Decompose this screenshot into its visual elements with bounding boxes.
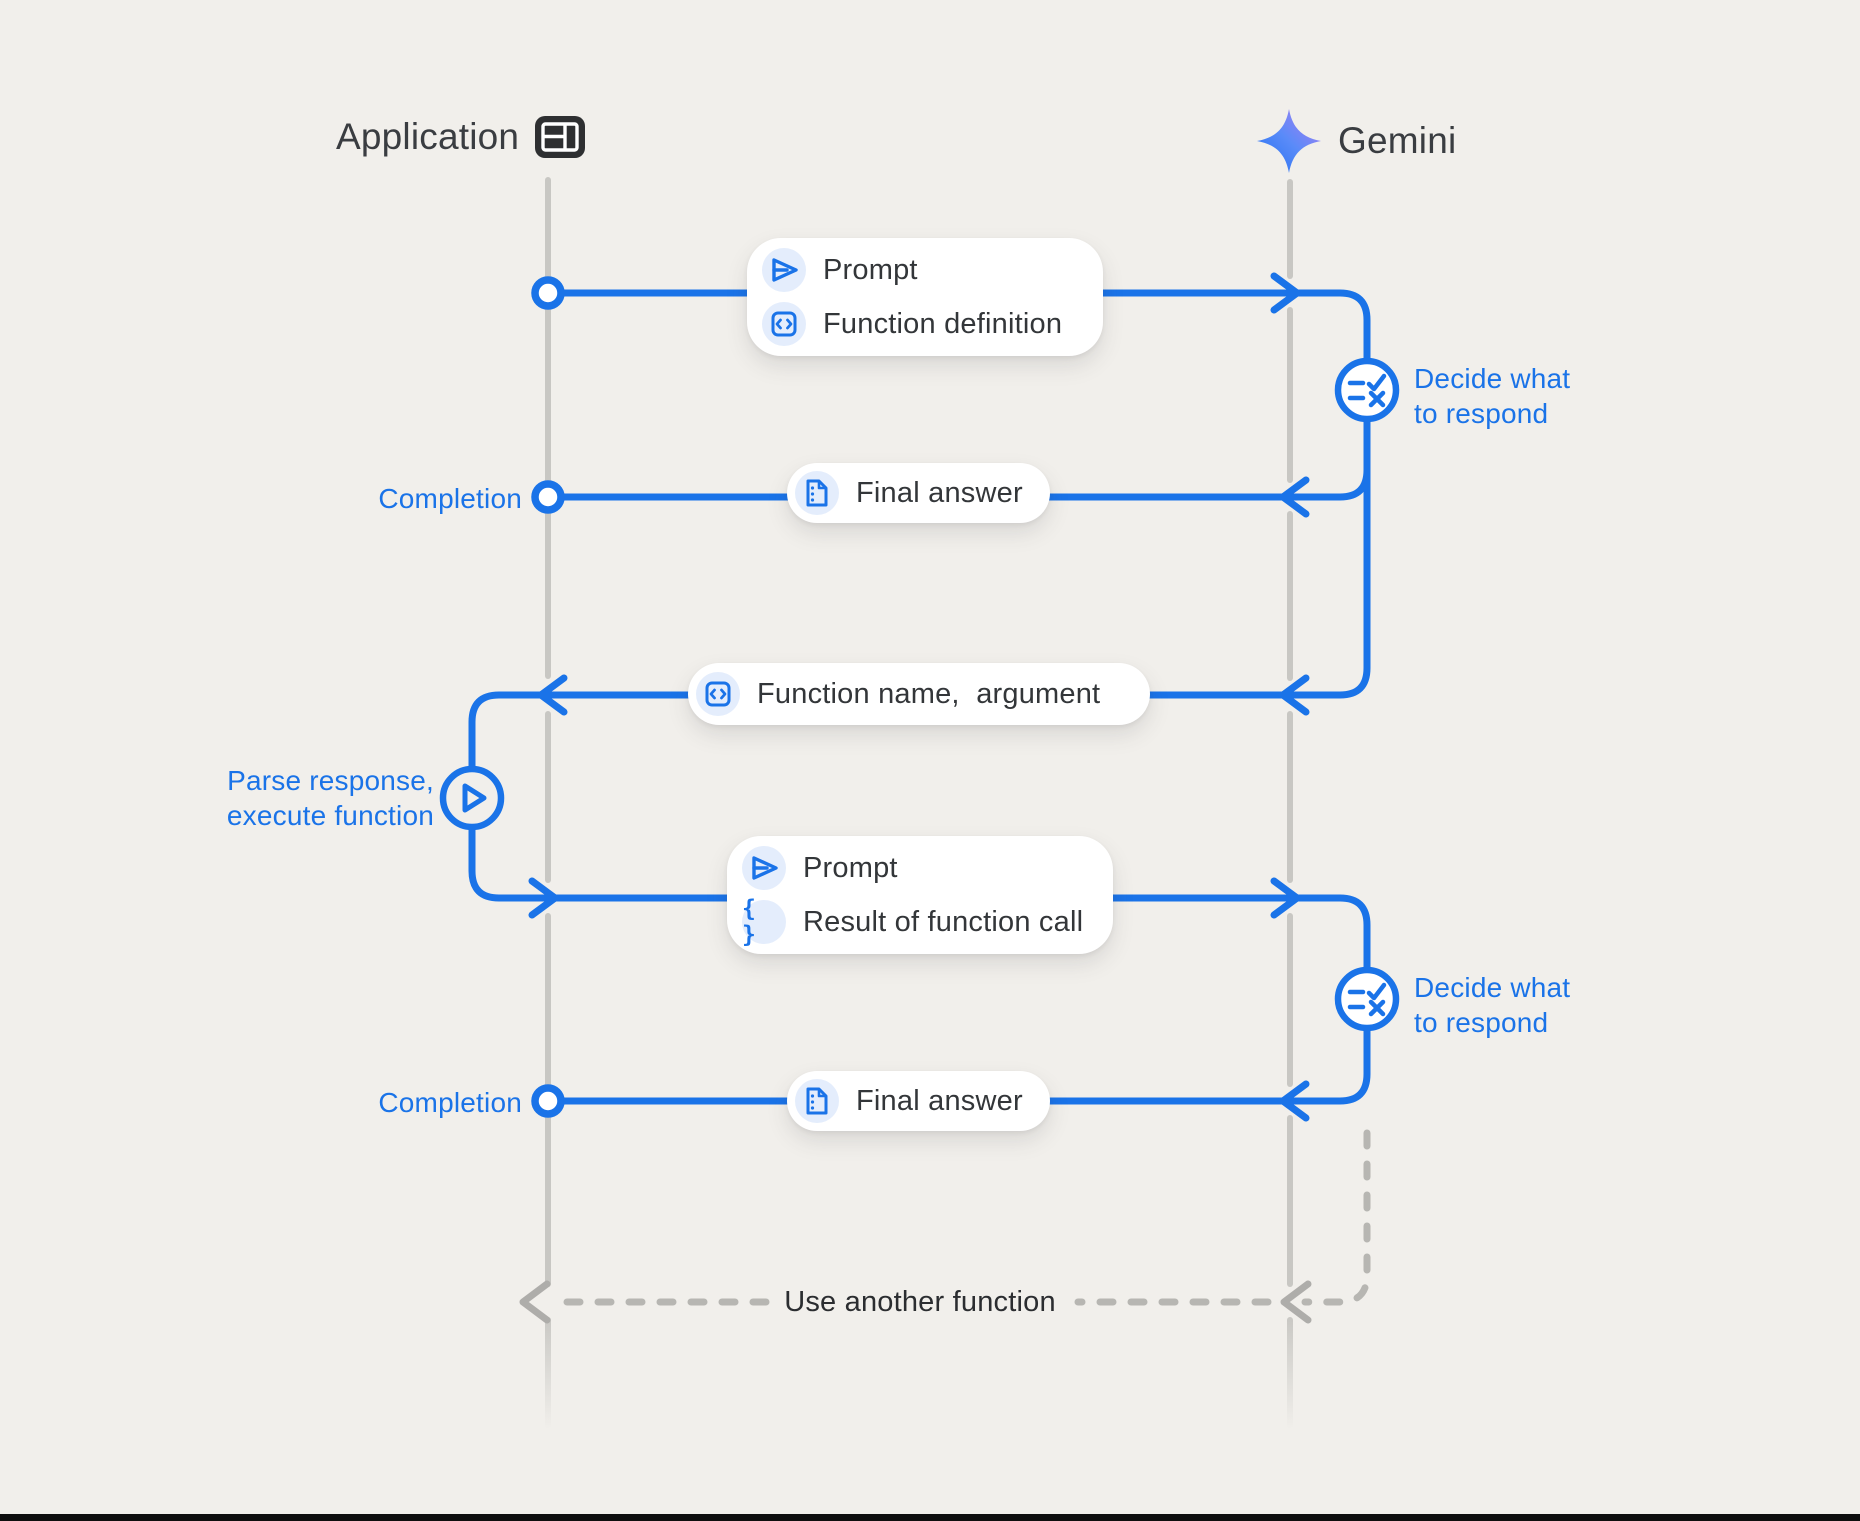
arrow-left-icon	[1279, 476, 1310, 518]
message-prompt-result: Prompt { } Result of function call	[727, 836, 1113, 954]
bottom-bar	[0, 1514, 1860, 1521]
send-icon	[742, 846, 786, 890]
message-row: { } Result of function call	[742, 896, 1087, 948]
arrow-right-icon	[1270, 877, 1301, 919]
arrow-left-icon	[1279, 674, 1310, 716]
completion-label-1: Completion	[378, 483, 522, 514]
document-icon	[795, 471, 839, 515]
origin-dot	[531, 480, 565, 514]
message-row: Prompt	[742, 846, 1087, 890]
message-label: Function name, argument	[757, 677, 1101, 710]
message-row: Prompt	[762, 248, 1077, 292]
message-label: Prompt	[823, 253, 918, 286]
code-icon	[696, 672, 740, 716]
braces-glyph: { }	[742, 896, 757, 948]
message-label: Final answer	[856, 1084, 1023, 1117]
rule-icon	[1347, 982, 1387, 1017]
execute-node	[439, 765, 505, 831]
origin-dot	[531, 276, 565, 310]
flow-prompt	[557, 289, 1371, 363]
message-label: Prompt	[803, 851, 898, 884]
decide-node-2	[1334, 966, 1400, 1032]
decide-line-2: to respond	[1414, 1007, 1549, 1038]
message-row: Function definition	[762, 302, 1077, 346]
decide-line-1: Decide what	[1414, 972, 1571, 1003]
actor-application: Application	[336, 116, 586, 158]
decide-node-1	[1334, 357, 1400, 423]
arrow-right-icon	[1270, 272, 1301, 314]
arrow-left-icon	[537, 674, 568, 716]
use-another-function-path	[556, 1129, 1371, 1306]
use-another-arrowheads	[519, 1280, 1312, 1324]
code-icon	[762, 302, 806, 346]
decide-line-1: Decide what	[1414, 363, 1571, 394]
origin-dots	[531, 276, 565, 1118]
rule-icon	[1347, 373, 1387, 408]
arrow-right-icon	[528, 877, 559, 919]
message-final-answer-2: Final answer	[787, 1071, 1050, 1131]
braces-icon: { }	[742, 896, 786, 948]
message-prompt-function: Prompt Function definition	[747, 238, 1103, 356]
play-icon	[462, 783, 487, 813]
gemini-star-icon	[1257, 109, 1321, 173]
message-label: Result of function call	[803, 905, 1084, 938]
flow-final-answer-2	[558, 1026, 1371, 1105]
actor-gemini: Gemini	[1256, 108, 1456, 174]
document-icon	[795, 1079, 839, 1123]
decide-line-2: to respond	[1414, 398, 1549, 429]
application-label: Application	[336, 116, 520, 157]
app-window-icon	[535, 116, 586, 158]
message-final-answer-1: Final answer	[787, 463, 1050, 523]
origin-dot	[531, 1084, 565, 1118]
use-another-function-label: Use another function	[784, 1286, 1056, 1318]
gemini-label: Gemini	[1338, 120, 1457, 161]
decide-label-1: Decide what to respond	[1414, 361, 1654, 431]
arrow-left-icon	[1279, 1080, 1310, 1122]
completion-label-2: Completion	[378, 1087, 522, 1118]
parse-line-1: Parse response,	[227, 765, 434, 796]
flow-arrowheads	[528, 272, 1310, 1122]
parse-label: Parse response, execute function	[180, 763, 434, 833]
message-label: Function definition	[823, 307, 1063, 340]
message-function-name: Function name, argument	[688, 663, 1150, 725]
parse-line-2: execute function	[226, 800, 434, 831]
send-icon	[762, 248, 806, 292]
message-label: Final answer	[856, 476, 1023, 509]
decide-label-2: Decide what to respond	[1414, 970, 1654, 1040]
